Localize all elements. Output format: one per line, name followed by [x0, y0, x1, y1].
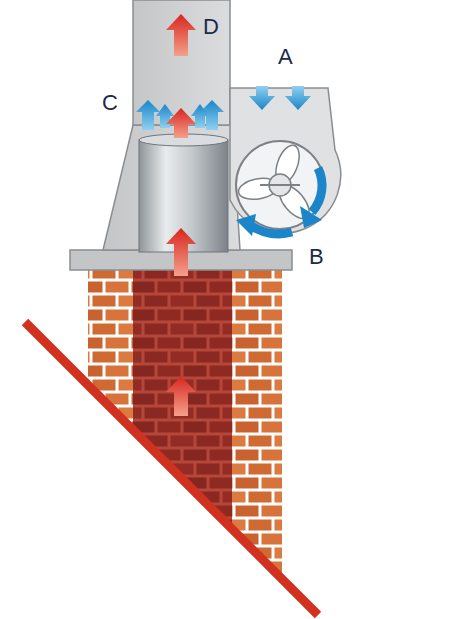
callout-letter: D: [203, 14, 219, 40]
callout-letter: B: [309, 244, 324, 270]
callout-letter: C: [102, 90, 118, 116]
callout-letter: A: [278, 44, 293, 70]
